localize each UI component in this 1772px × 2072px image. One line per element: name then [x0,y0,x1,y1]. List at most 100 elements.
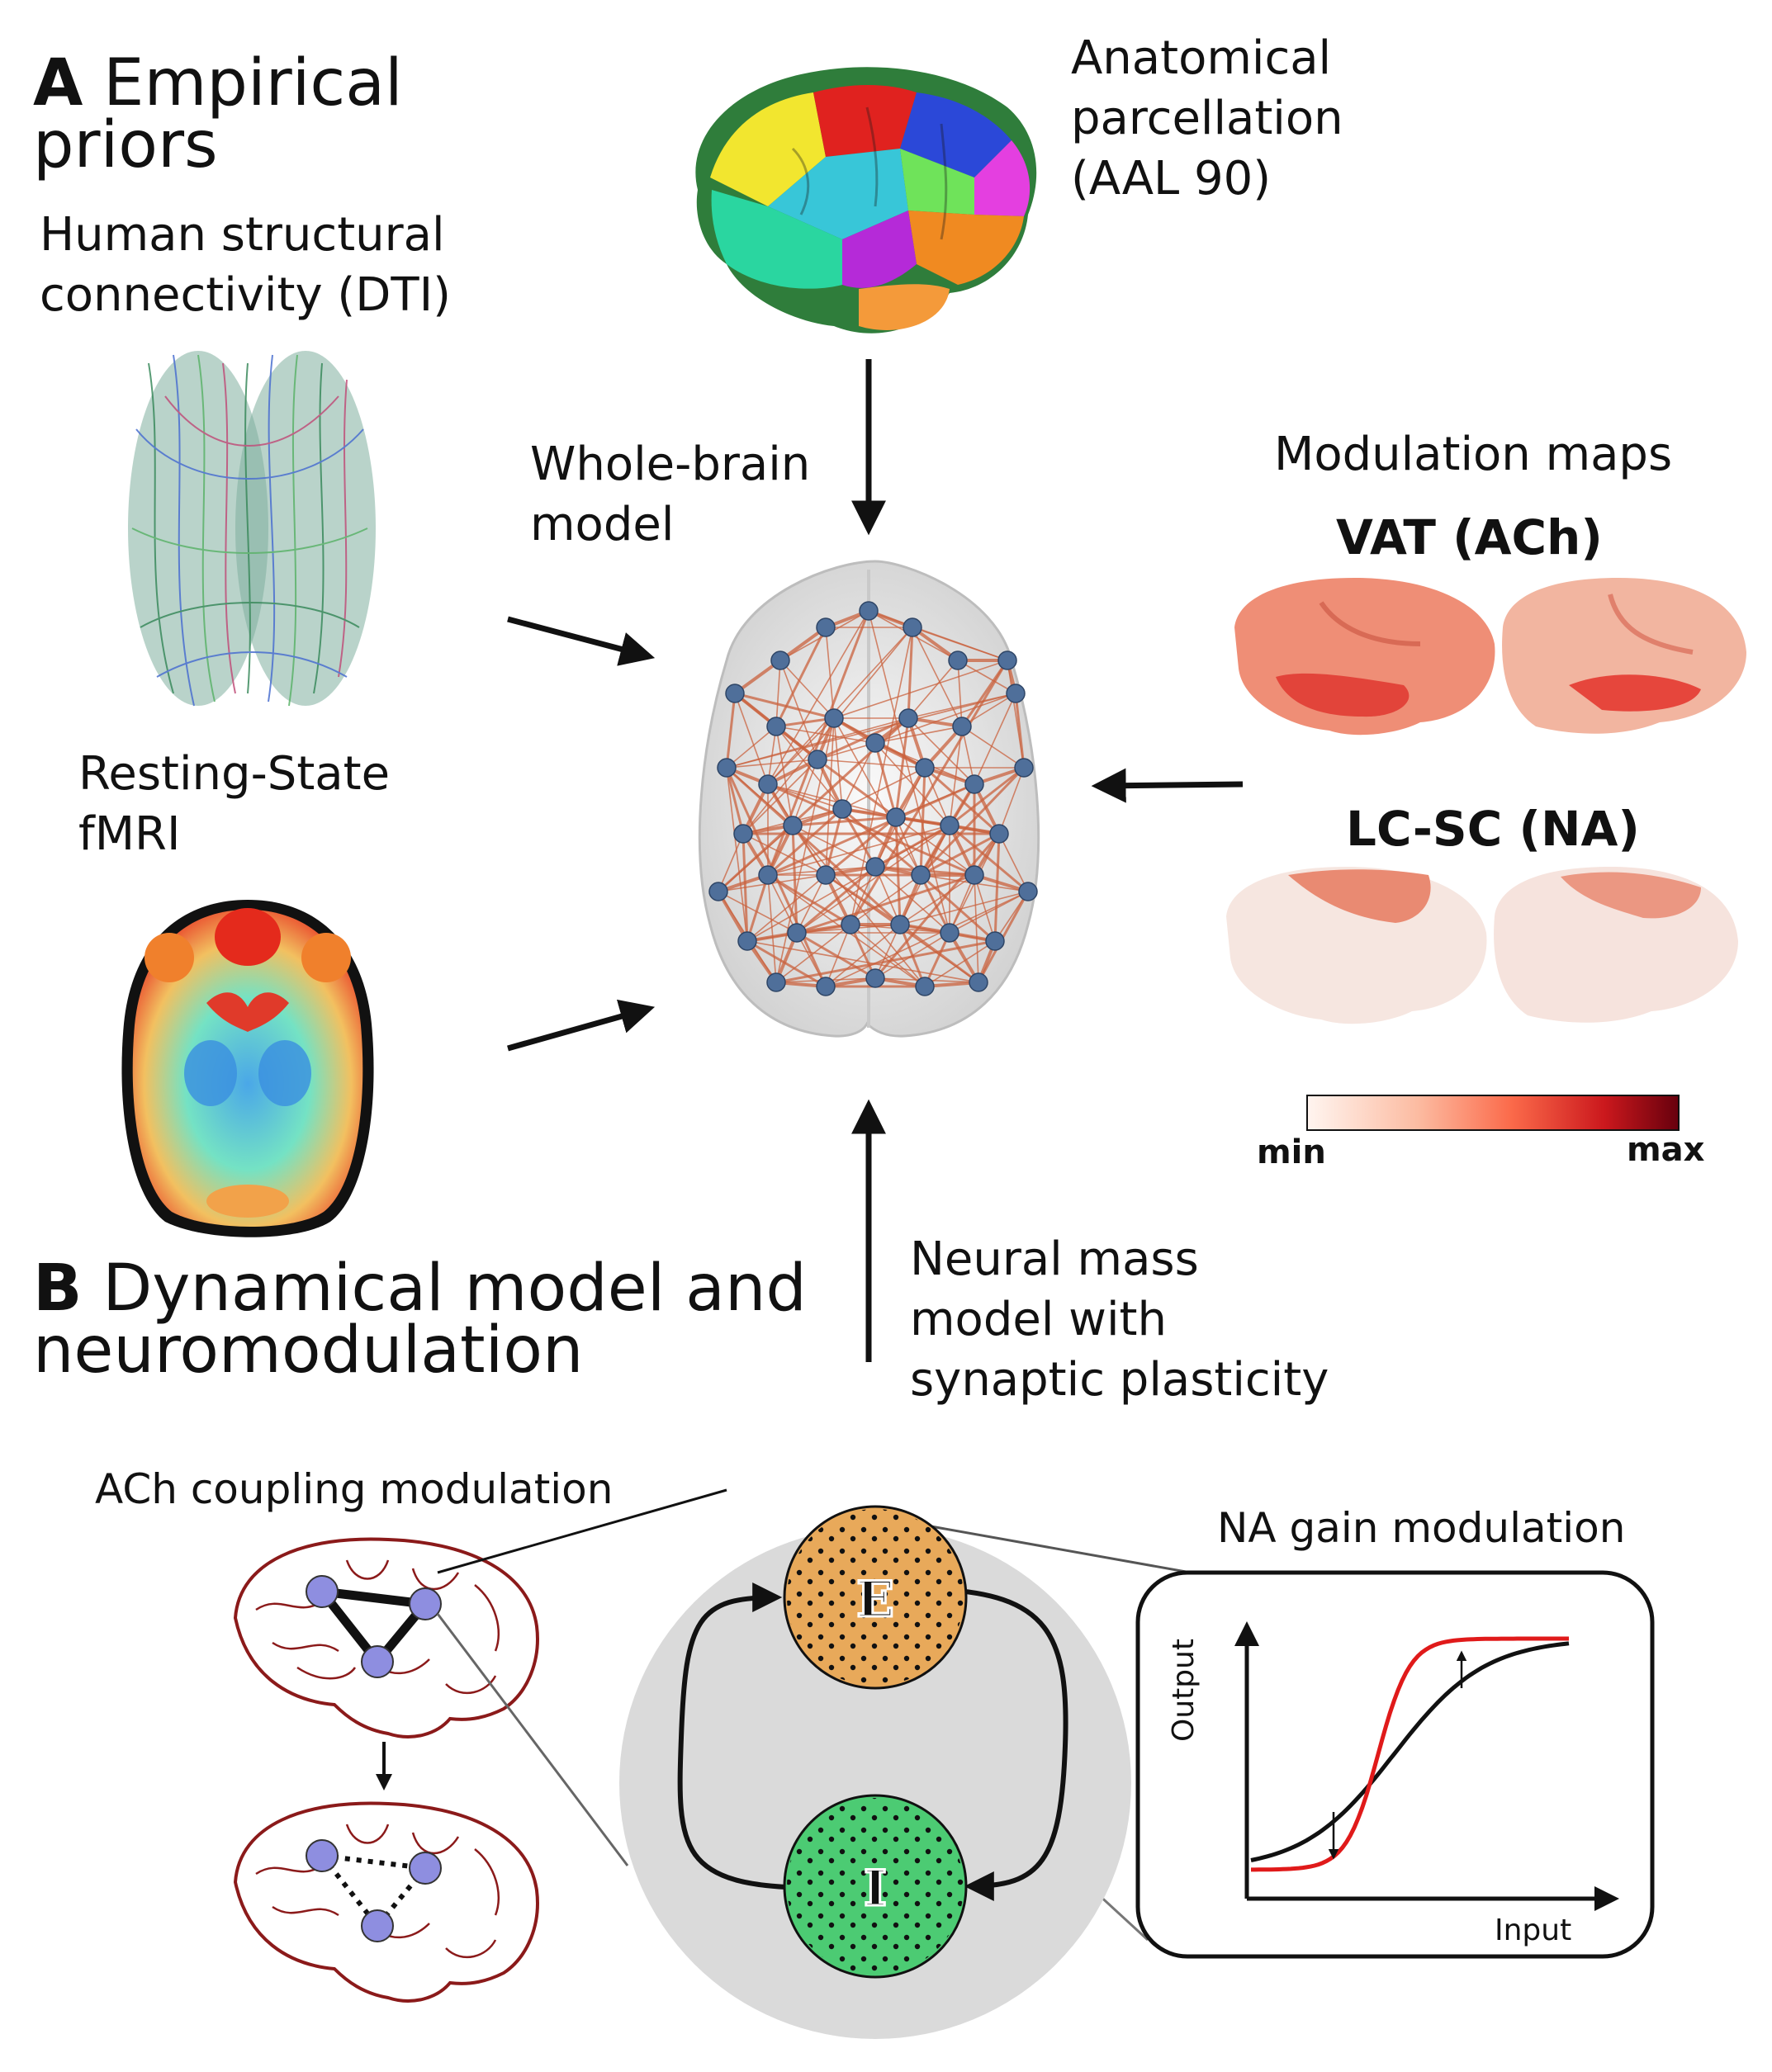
network-node [911,865,931,885]
network-edge [725,766,902,926]
network-edge [746,940,979,983]
network-edge [746,825,950,942]
network-edge [919,766,1026,877]
section-a-letter: A [33,46,83,121]
network-edge [907,627,914,719]
network-edge [841,808,877,868]
network-edge [949,891,1029,934]
neural-mass-model: E I [619,1505,1131,2039]
network-edge [742,833,827,876]
network-edge [767,807,843,877]
network-node [816,977,836,996]
network-edge [923,932,951,987]
network-edge [998,767,1025,835]
network-edge [746,874,770,942]
na-gain-label: NA gain modulation [1217,1504,1626,1552]
network-edge [796,865,876,934]
network-edge [841,767,926,810]
network-node [964,774,984,794]
brain-node-3 [361,1645,394,1678]
section-a-heading: A Empirical [33,45,403,121]
network-edge [792,816,897,827]
network-edge [779,660,835,719]
network-node [890,915,910,934]
network-node [865,968,885,988]
network-edge [850,924,926,987]
network-edge [874,742,950,826]
aal-parcellation-brain [695,67,1037,334]
network-edge [792,825,827,876]
network-edge [833,717,843,810]
lc-sc-na-brain-maps [1226,867,1738,1024]
network-edge [725,767,745,835]
network-edge [824,808,844,876]
network-edge [767,874,798,934]
rs-fmri-label-line2: fMRI [78,807,181,861]
section-b-title-line2: neuromodulation [33,1313,584,1388]
network-edge [849,924,877,979]
network-node [886,807,906,827]
aal-label-line3: (AAL 90) [1071,152,1272,206]
network-node [865,857,885,877]
network-edge [974,874,996,942]
network-edge [919,874,951,934]
network-node [758,774,778,794]
network-edge [912,627,1008,661]
colorbar [1306,1095,1680,1131]
lcsc-label: LC-SC (NA) [1346,801,1640,857]
network-edge [767,783,975,877]
whole-brain-label-line2: model [530,498,675,551]
network-edge [742,759,818,835]
network-edge [841,807,922,877]
network-node [903,617,922,637]
network-edge [718,833,744,892]
network-edge [718,825,794,892]
network-edge [775,939,996,984]
section-a-title-line1: Empirical [103,46,403,121]
network-node [766,717,786,736]
network-edge [775,627,827,727]
network-node [824,708,844,728]
network-edge [817,758,897,819]
section-b-heading: B Dynamical model and [33,1251,807,1327]
network-edge [726,767,748,942]
network-node [787,923,807,943]
network-node [865,733,885,753]
network-edge [924,767,950,826]
nmm-label-line3: synaptic plasticity [910,1353,1329,1407]
rs-fmri-label-line1: Resting-State [78,747,391,801]
network-node [737,931,757,951]
dti-label-line2: connectivity (DTI) [40,268,451,322]
network-node [758,865,778,885]
colorbar-max-label: max [1627,1131,1705,1169]
network-edge [796,873,975,934]
network-edge [895,816,975,876]
network-node [915,758,935,778]
network-edge [767,873,851,926]
network-node [989,824,1009,844]
network-edge [775,717,835,728]
network-edge [775,660,781,727]
network-edge [746,874,827,942]
network-edge [775,924,851,983]
network-node [808,750,827,769]
x-axis-label: Input [1495,1914,1571,1947]
na-gain-plot: Input Output [1135,1570,1655,1959]
network-edge [796,825,950,934]
section-b-title-line1: Dynamical model and [102,1251,807,1326]
network-edge [833,660,1008,719]
nmm-label-line2: model with [910,1293,1167,1346]
network-edge [874,726,963,744]
ach-coupling-label: ACh coupling modulation [95,1465,614,1513]
network-edge [796,874,827,934]
network-node [915,977,935,996]
network-node [783,816,803,835]
network-edge [920,873,996,943]
inhibitory-label: I [864,1860,887,1918]
network-edge [792,759,818,826]
network-edge [899,874,975,925]
network-edge [726,759,818,769]
brain-node-1 [306,1575,339,1608]
whole-brain-network-model [698,560,1040,1038]
ach-brain-weak-coupling [233,1801,539,2003]
